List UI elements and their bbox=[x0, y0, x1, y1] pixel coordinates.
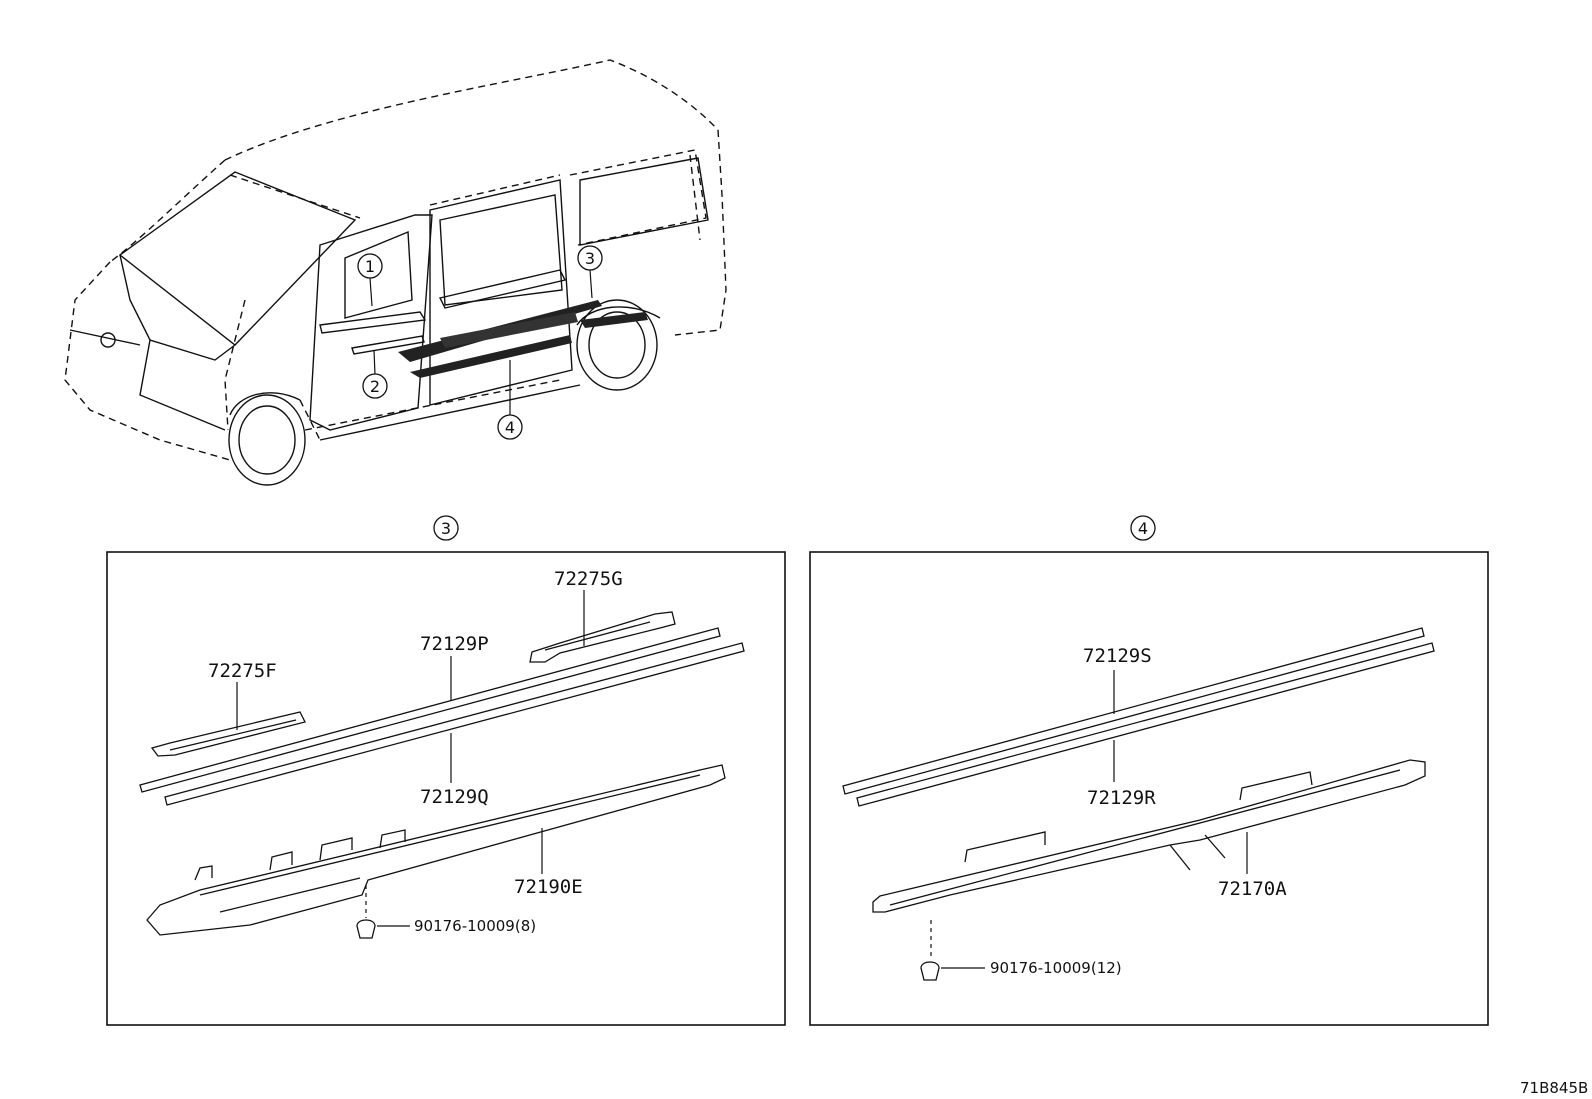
part-72275G-shape bbox=[529, 611, 676, 663]
part-label-72275F: 72275F bbox=[208, 660, 277, 682]
part-label-90176-10009-12: 90176-10009(12) bbox=[990, 959, 1122, 977]
callout-2-circle bbox=[362, 373, 388, 399]
part-72190E-shape bbox=[146, 764, 726, 936]
step-plate-dark-2 bbox=[410, 335, 572, 378]
overview-sill-parts bbox=[319, 269, 648, 378]
panel-3-frame bbox=[106, 551, 786, 1026]
part-label-72275G: 72275G bbox=[554, 568, 623, 590]
callout-4-circle bbox=[497, 414, 523, 440]
clip-90176-10009-12-shape bbox=[920, 961, 940, 981]
illustration-code: 71B845B bbox=[1520, 1079, 1588, 1097]
panel-4-marker-circle bbox=[1130, 515, 1156, 541]
part-72275F-shape bbox=[150, 711, 306, 757]
callout-3-circle bbox=[577, 245, 603, 271]
callout-1-label: 1 bbox=[365, 257, 375, 276]
part-72129R-shape bbox=[856, 642, 1435, 807]
scuff-plate-strip-2 bbox=[351, 335, 425, 355]
panel-4: 4 72129S 72129R 72170A 90176-1 bbox=[809, 515, 1489, 1026]
part-72129P-shape bbox=[139, 627, 721, 793]
van-overview-illustration bbox=[64, 59, 727, 486]
part-label-72129Q: 72129Q bbox=[420, 786, 489, 808]
clip-90176-10009-8-shape bbox=[356, 919, 376, 939]
scuff-plate-strip-1 bbox=[319, 311, 427, 334]
callout-4-label: 4 bbox=[505, 418, 515, 437]
part-label-72129P: 72129P bbox=[420, 633, 489, 655]
part-72129Q-shape bbox=[164, 642, 745, 806]
step-plate-dark-3 bbox=[440, 312, 578, 348]
panel-3-marker: 3 bbox=[441, 519, 451, 538]
rear-step-dark bbox=[580, 312, 648, 328]
part-72129S-shape bbox=[842, 627, 1425, 795]
callout-2-label: 2 bbox=[370, 377, 380, 396]
part-label-90176-10009-8: 90176-10009(8) bbox=[414, 917, 536, 935]
panel-4-frame bbox=[809, 551, 1489, 1026]
part-label-72129R: 72129R bbox=[1087, 787, 1156, 809]
panel-4-marker: 4 bbox=[1138, 519, 1148, 538]
slide-door-plate bbox=[438, 269, 567, 309]
panel-3-marker-circle bbox=[433, 515, 459, 541]
part-label-72190E: 72190E bbox=[514, 876, 583, 898]
callout-1-circle bbox=[357, 253, 383, 279]
part-label-72170A: 72170A bbox=[1218, 878, 1287, 900]
panel-3: 3 bbox=[106, 515, 786, 1026]
overview-callouts: 1 2 3 4 bbox=[357, 245, 603, 440]
part-label-72129S: 72129S bbox=[1083, 645, 1152, 667]
part-72170A-shape bbox=[872, 759, 1426, 913]
callout-3-label: 3 bbox=[585, 249, 595, 268]
